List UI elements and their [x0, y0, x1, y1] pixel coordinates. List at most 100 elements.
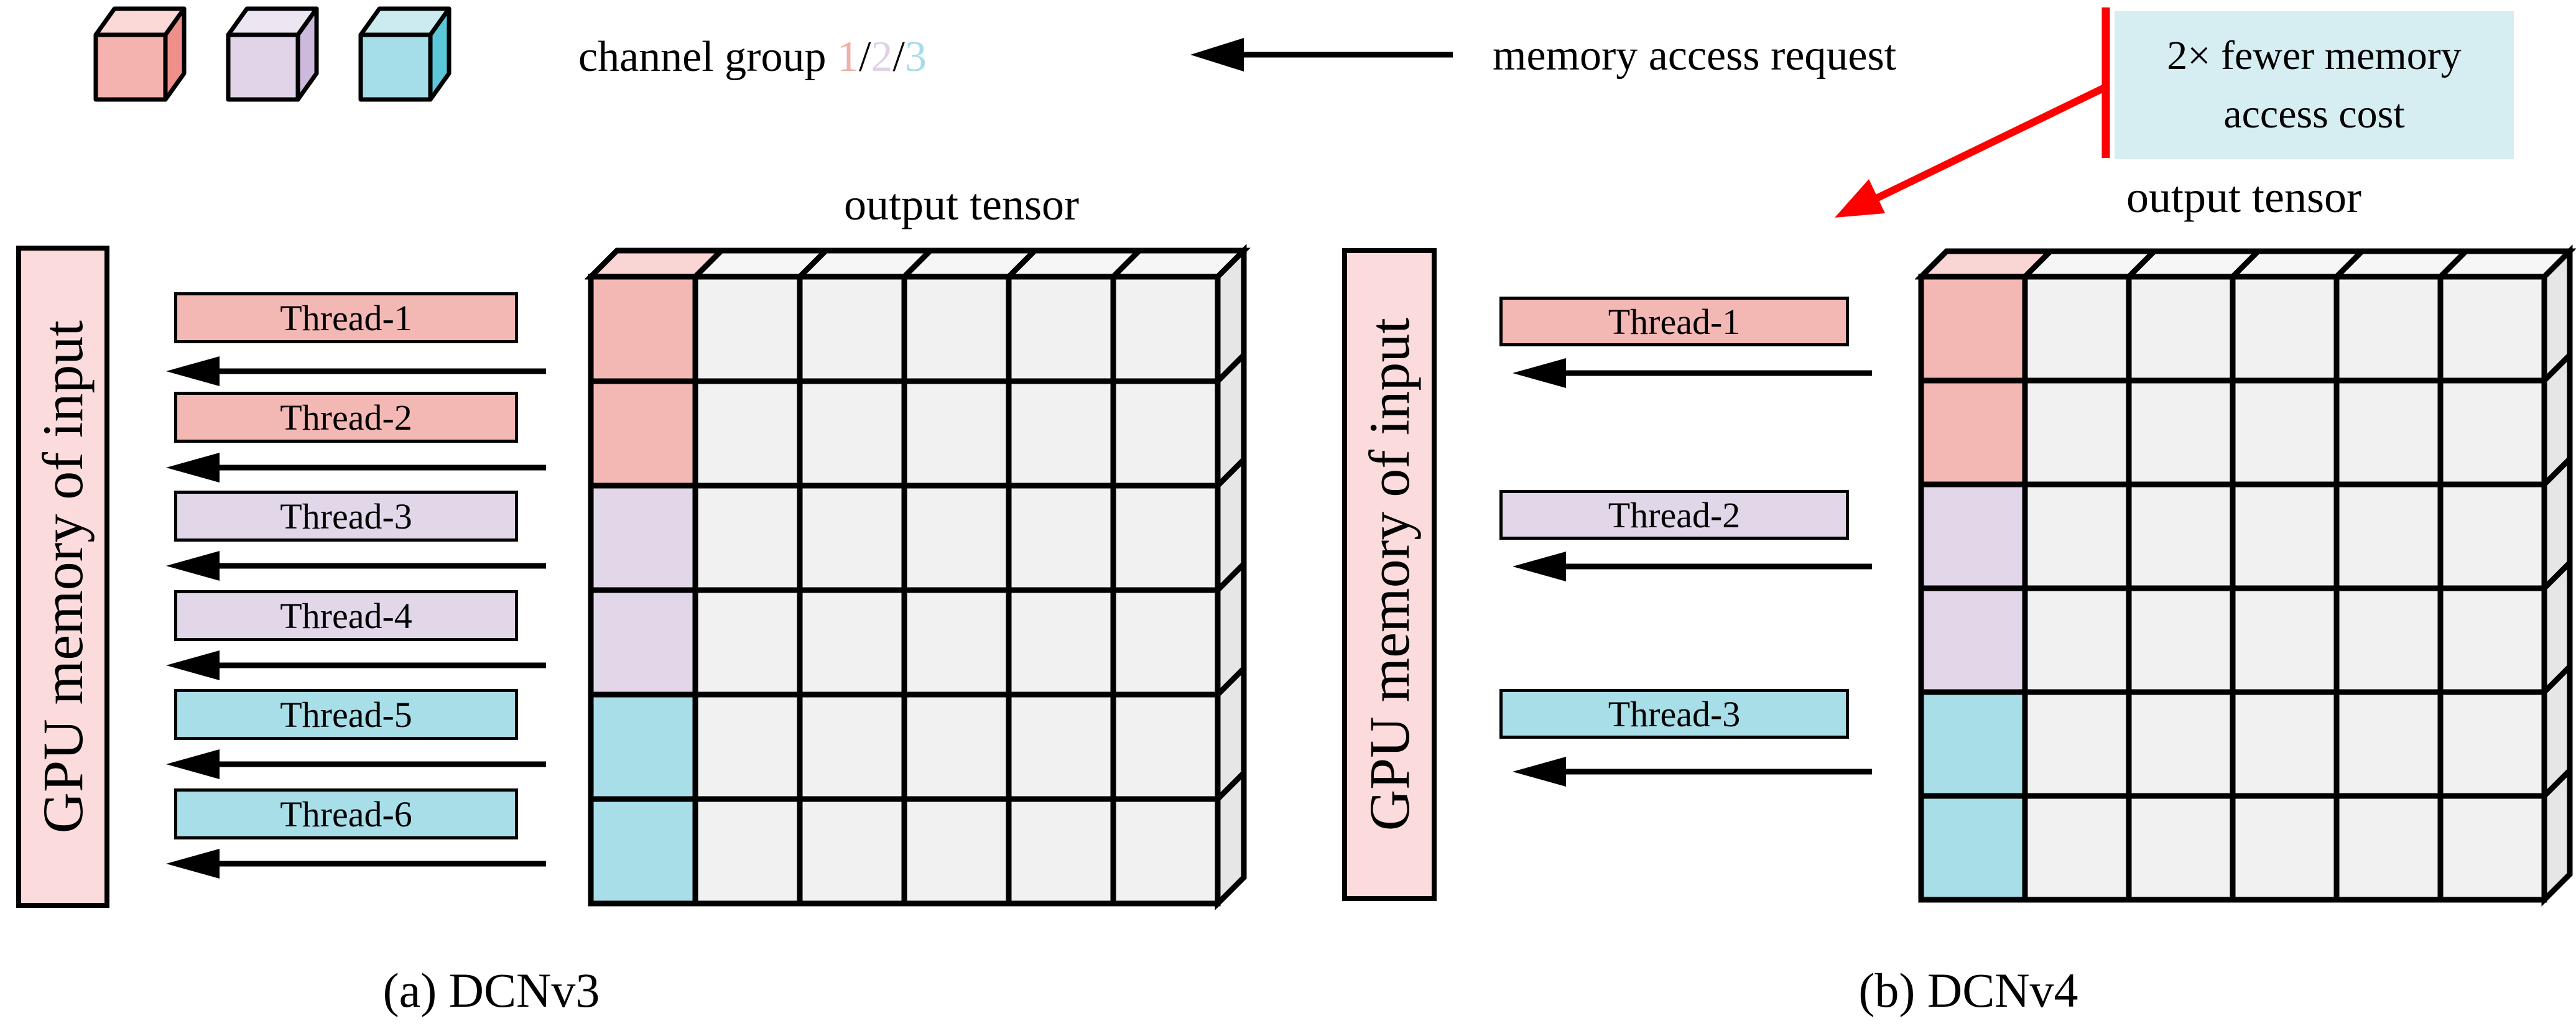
- memory-access-arrow-a-3: [166, 551, 546, 581]
- channel-number-2: 2: [871, 33, 893, 81]
- arrow-shaft: [208, 861, 546, 867]
- grid-cell: [2126, 481, 2236, 591]
- grid-cell: [1110, 587, 1221, 698]
- gpu-memory-box-a: GPU memory of input: [16, 246, 109, 908]
- memory-access-arrow-b-1: [1513, 358, 1872, 388]
- grid-cell: [2437, 377, 2547, 488]
- channel-group-label-text: channel group: [578, 33, 837, 81]
- grid-cell: [2437, 585, 2547, 695]
- arrow-head: [1513, 552, 1566, 581]
- grid-cell: [692, 796, 803, 907]
- grid-cell: [2022, 481, 2132, 591]
- arrow-head: [166, 453, 220, 483]
- grid-cell: [692, 378, 803, 489]
- arrow-shaft: [1555, 563, 1872, 570]
- grid-cell: [2333, 585, 2444, 695]
- grid-cell: [2230, 689, 2340, 799]
- grid-cell-colored: [588, 274, 698, 384]
- grid-cell: [2022, 585, 2132, 695]
- grid-cell: [2230, 793, 2340, 903]
- channel-group-label: channel group 1/2/3: [578, 32, 927, 82]
- thread-label: Thread-3: [280, 496, 412, 537]
- grid-cell-colored: [588, 587, 698, 698]
- grid-cell: [1006, 274, 1116, 384]
- memory-request-arrow: [1190, 38, 1453, 72]
- grid-cell-colored: [1918, 793, 2028, 903]
- red-annotation-arrow: [1835, 7, 2110, 218]
- grid-cell-colored: [588, 378, 698, 489]
- grid-cell: [2230, 377, 2340, 488]
- arrow-shaft: [208, 368, 546, 374]
- arrow-shaft: [208, 563, 546, 569]
- thread-label: Thread-2: [1608, 494, 1741, 535]
- gpu-memory-box-b: GPU memory of input: [1342, 248, 1437, 901]
- grid-cell: [2022, 377, 2132, 488]
- thread-label: Thread-3: [1608, 693, 1741, 734]
- caption-b: (b) DCNv4: [1858, 963, 2078, 1017]
- thread-label: Thread-1: [1608, 301, 1741, 342]
- grid-side-face: [2541, 764, 2573, 907]
- grid-cell: [1110, 796, 1221, 907]
- grid-cell: [692, 691, 803, 802]
- grid-cell: [2437, 689, 2547, 799]
- cube-front-face: [226, 32, 300, 102]
- thread-box-a-1: Thread-1: [174, 292, 518, 343]
- thread-box-a-6: Thread-6: [174, 788, 518, 839]
- output-tensor-grid-a: [585, 244, 1251, 910]
- grid-side-face: [1215, 766, 1247, 910]
- memory-access-arrow-b-3: [1513, 757, 1872, 787]
- grid-cell: [2437, 793, 2547, 903]
- grid-cell: [692, 587, 803, 698]
- grid-cell: [2126, 689, 2236, 799]
- arrow-shaft: [208, 761, 546, 767]
- arrow-head: [166, 650, 220, 680]
- grid-cell: [2126, 585, 2236, 695]
- cube-front-face: [358, 32, 433, 102]
- grid-cell: [797, 483, 907, 593]
- grid-cell-colored: [1918, 377, 2028, 488]
- arrow-head: [166, 749, 220, 779]
- grid-cell: [692, 483, 803, 593]
- memory-access-arrow-a-4: [166, 650, 546, 680]
- grid-cell-colored: [588, 483, 698, 593]
- memory-access-arrow-b-2: [1513, 552, 1872, 581]
- grid-cell: [901, 274, 1012, 384]
- callout-box: 2× fewer memory access cost: [2115, 11, 2514, 159]
- grid-cell: [1006, 691, 1116, 802]
- memory-access-arrow-a-5: [166, 749, 546, 779]
- thread-box-a-4: Thread-4: [174, 590, 518, 641]
- channel-number-1: 1: [836, 33, 859, 81]
- grid-cell: [2230, 585, 2340, 695]
- thread-label: Thread-1: [280, 297, 412, 338]
- grid-cell: [2437, 274, 2547, 384]
- grid-cell: [2126, 274, 2236, 384]
- grid-cell: [1006, 587, 1116, 698]
- grid-cell: [797, 378, 907, 489]
- callout-line2: access cost: [2223, 91, 2405, 137]
- grid-cell: [2333, 274, 2444, 384]
- thread-label: Thread-2: [280, 397, 412, 438]
- grid-cell-colored: [1918, 689, 2028, 799]
- grid-cell: [1110, 274, 1221, 384]
- arrow-head: [1513, 757, 1566, 787]
- grid-cell: [1110, 691, 1221, 802]
- thread-box-a-2: Thread-2: [174, 392, 518, 443]
- thread-box-b-3: Thread-3: [1499, 689, 1849, 739]
- grid-cell: [2437, 481, 2547, 591]
- arrow-shaft: [208, 662, 546, 668]
- arrow-head: [1190, 38, 1244, 72]
- grid-cell: [901, 483, 1012, 593]
- channel-number-3: 3: [904, 33, 927, 81]
- channel-group-numbers: 1/2/3: [837, 33, 927, 81]
- grid-cell: [692, 274, 803, 384]
- output-tensor-label-b: output tensor: [2126, 172, 2361, 222]
- thread-box-a-5: Thread-5: [174, 689, 518, 740]
- grid-cell: [2022, 689, 2132, 799]
- grid-cell: [2022, 274, 2132, 384]
- grid-cell: [2333, 793, 2444, 903]
- grid-cell-colored: [1918, 585, 2028, 695]
- grid-cell: [2022, 793, 2132, 903]
- arrow-head: [166, 849, 220, 879]
- grid-cell: [901, 691, 1012, 802]
- thread-box-b-1: Thread-1: [1499, 297, 1849, 346]
